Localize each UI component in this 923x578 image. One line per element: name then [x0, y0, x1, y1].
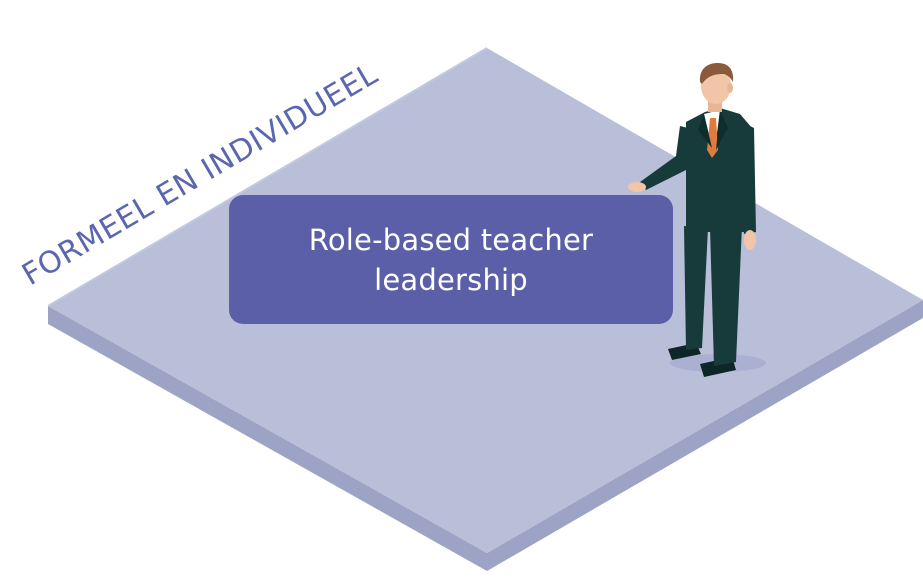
business-person-figure — [628, 63, 756, 377]
role-label-box: Role-based teacher leadership — [229, 195, 673, 324]
role-label-line-1: Role-based teacher — [308, 222, 594, 257]
role-label-line-2: leadership — [374, 262, 528, 297]
